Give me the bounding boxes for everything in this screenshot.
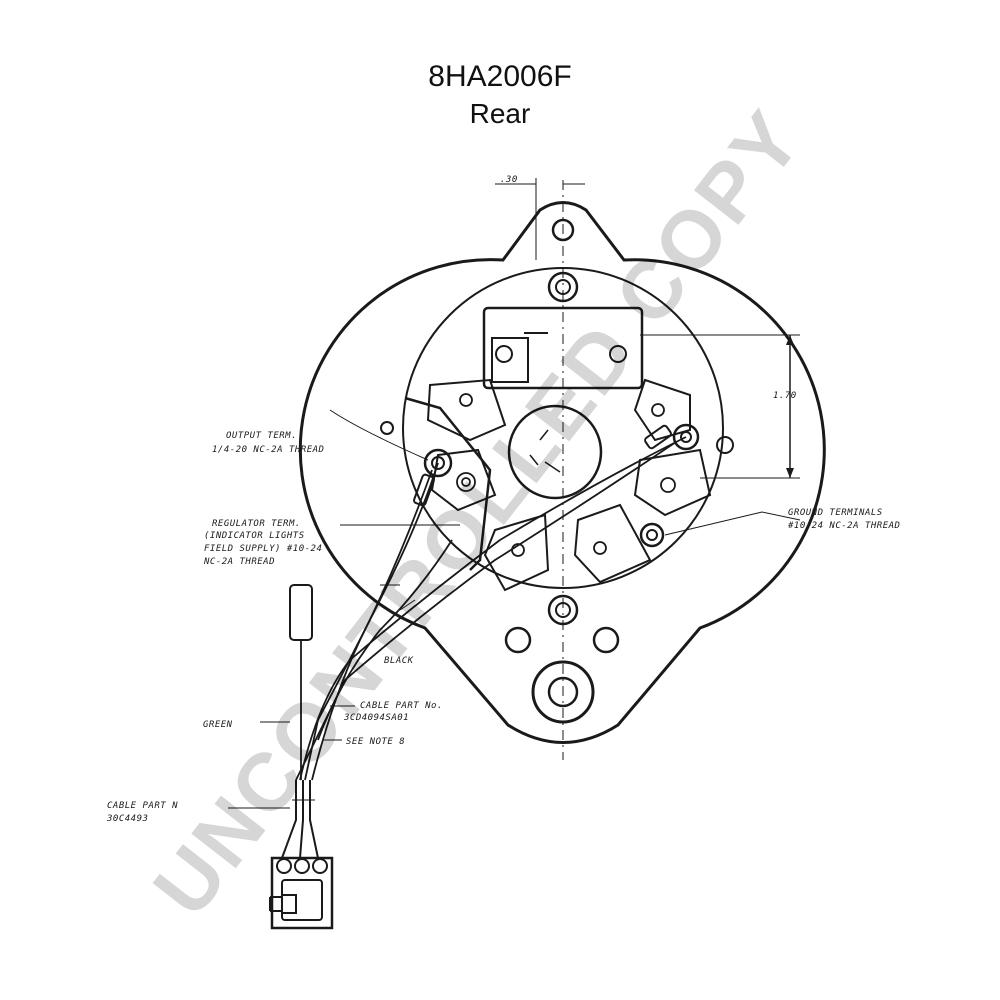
leader-lines [228,409,801,809]
watermark: UNCONTROLLED COPY [136,93,820,932]
top-plate-window [491,337,529,383]
label-black: BLACK [384,656,414,666]
ferrule-right [644,424,672,450]
dim-top-label: .30 [500,175,518,185]
lower-hole-right [592,626,620,654]
page-subtitle: Rear [469,98,531,129]
label-green: GREEN [203,720,233,730]
output-terminal [423,448,453,478]
pivot-boss [531,660,595,724]
right-terminal [672,423,700,451]
plate-screw-right [609,345,627,363]
label-output-term: OUTPUT TERM. [226,431,297,441]
label-regulator-indicator: (INDICATOR LIGHTS [204,531,305,541]
label-cable-part-a: CABLE PART No. [360,701,443,711]
regulator-bracket [404,396,492,571]
page-title: 8HA2006F [428,60,572,93]
label-see-note: SEE NOTE 8 [346,737,405,747]
label-ground-thread: #10-24 NC-2A THREAD [787,521,900,531]
label-output-thread: 1/4-20 NC-2A THREAD [212,445,324,455]
label-cable-part-b-number: 30C4493 [106,814,148,824]
inline-fuse [289,584,313,641]
label-cable-part-a-number: 3CD4094SA01 [343,713,409,723]
pad-screws [456,393,676,557]
label-regulator-term: REGULATOR TERM. [212,519,301,529]
left-side-hole [380,421,394,435]
label-regulator-thread: NC-2A THREAD [203,557,275,567]
plug-connector [269,856,334,930]
hub-marks [529,429,561,473]
housing-outline [298,201,826,744]
dim-right-label: 1.70 [773,391,797,401]
lower-hole-left [504,626,532,654]
label-regulator-field: FIELD SUPPLY) #10-24 [204,544,322,554]
title-block: 8HA2006F Rear [0,58,1000,132]
label-cable-part-b: CABLE PART N [107,801,178,811]
label-ground-terminals: GROUND TERMINALS [788,508,883,518]
ground-terminal [639,522,665,548]
cable-bundle [281,780,319,859]
pivot-hole [547,676,579,708]
right-side-hole [716,436,734,454]
plate-screw-left [495,345,513,363]
ferrule-output [413,473,435,507]
center-hub [507,404,603,500]
